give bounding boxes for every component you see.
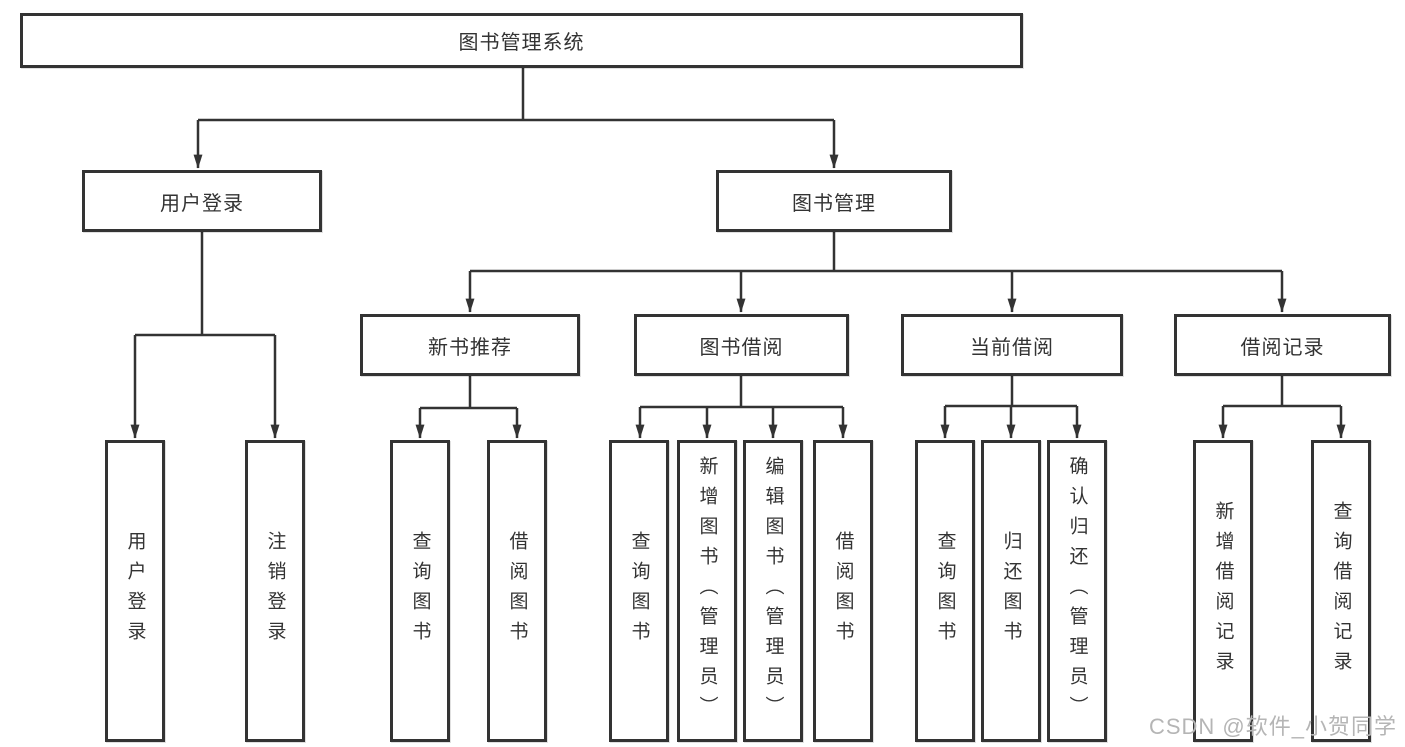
node-current-borrowing-label: 当前借阅: [970, 336, 1054, 359]
leaf-borrowing-borrow-books-label: 借阅图书: [832, 531, 854, 651]
csdn-watermark: CSDN @软件_小贺同学: [1148, 714, 1397, 739]
leaf-add-borrow-record: 新增借阅记录: [1193, 440, 1253, 742]
leaf-recommend-borrow-books-label: 借阅图书: [506, 531, 528, 651]
node-root-system-label: 图书管理系统: [458, 32, 585, 54]
leaf-return-books: 归还图书: [981, 440, 1041, 742]
leaf-edit-books-admin: 编辑图书（管理员）: [743, 440, 803, 742]
node-current-borrowing: 当前借阅: [901, 314, 1123, 376]
leaf-query-borrow-record: 查询借阅记录: [1311, 440, 1371, 742]
node-root-system: 图书管理系统: [20, 13, 1023, 68]
leaf-recommend-query-books: 查询图书: [390, 440, 450, 742]
leaf-borrowing-query-books: 查询图书: [609, 440, 669, 742]
leaf-recommend-borrow-books: 借阅图书: [487, 440, 547, 742]
node-user-login: 用户登录: [82, 170, 322, 232]
node-borrowing-records-label: 借阅记录: [1240, 336, 1325, 359]
node-book-borrowing-label: 图书借阅: [699, 336, 784, 359]
leaf-recommend-query-books-label: 查询图书: [409, 531, 431, 651]
leaf-user-login-label: 用户登录: [124, 531, 146, 651]
node-book-management-label: 图书管理: [792, 192, 876, 215]
node-new-book-recommend-label: 新书推荐: [428, 336, 512, 359]
leaf-edit-books-admin-label: 编辑图书（管理员）: [762, 456, 784, 726]
node-user-login-label: 用户登录: [160, 192, 244, 215]
leaf-confirm-return-admin: 确认归还（管理员）: [1047, 440, 1107, 742]
leaf-user-login: 用户登录: [105, 440, 165, 742]
node-book-management: 图书管理: [716, 170, 952, 232]
leaf-add-books-admin-label: 新增图书（管理员）: [696, 456, 718, 726]
leaf-add-books-admin: 新增图书（管理员）: [677, 440, 737, 742]
leaf-confirm-return-admin-label: 确认归还（管理员）: [1066, 456, 1088, 726]
leaf-current-query-books: 查询图书: [915, 440, 975, 742]
node-new-book-recommend: 新书推荐: [360, 314, 580, 376]
leaf-return-books-label: 归还图书: [1000, 531, 1022, 651]
leaf-current-query-books-label: 查询图书: [934, 531, 956, 651]
leaf-logout: 注销登录: [245, 440, 305, 742]
node-borrowing-records: 借阅记录: [1174, 314, 1391, 376]
leaf-borrowing-query-books-label: 查询图书: [628, 531, 650, 651]
node-book-borrowing: 图书借阅: [634, 314, 849, 376]
leaf-add-borrow-record-label: 新增借阅记录: [1212, 501, 1234, 681]
leaf-logout-label: 注销登录: [264, 531, 286, 651]
leaf-borrowing-borrow-books: 借阅图书: [813, 440, 873, 742]
leaf-query-borrow-record-label: 查询借阅记录: [1330, 501, 1352, 681]
